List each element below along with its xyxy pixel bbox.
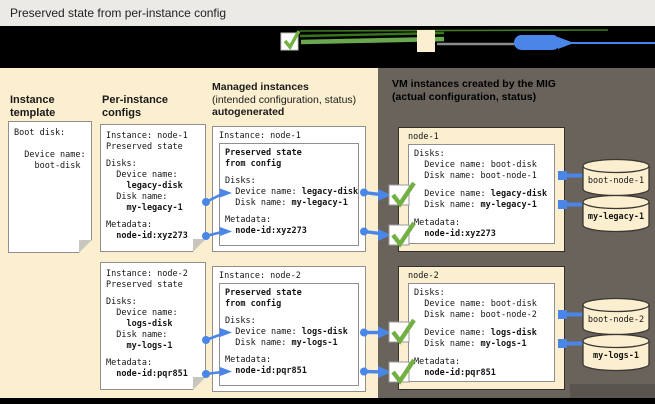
mi-title: Instance: node-2: [219, 271, 301, 281]
mi-disks-label: Disks:: [225, 316, 256, 326]
mi-preserved-state-box: Preserved state from config Disks: Devic…: [219, 283, 359, 386]
vm-stateful-disk-label: Disk name:: [414, 200, 481, 210]
pic-metadata-label: Metadata:: [106, 220, 153, 230]
pic-metadata-value: node-id:pqr851: [106, 369, 188, 379]
pic-metadata-value: node-id:xyz273: [106, 231, 188, 241]
mi-device-value: logs-disk: [301, 327, 348, 337]
vm-metadata-label: Metadata:: [414, 218, 461, 228]
legend-green-arrow-upper: [299, 31, 445, 38]
mi-metadata-label: Metadata:: [225, 215, 272, 225]
legend-blue-arrowhead: [558, 37, 574, 49]
mi-disk-value: my-logs-1: [291, 338, 338, 348]
vm-instance-box-node-2: node-2 Disks: Device name: boot-disk Dis…: [398, 266, 565, 390]
pic-disks-label: Disks:: [106, 159, 137, 169]
vm-boot-device-value: boot-disk: [490, 160, 537, 170]
legend-green-arrow: [300, 36, 445, 45]
pic-preserved-line: Preserved state: [106, 280, 183, 290]
instance-template-box: Boot disk: Device name: boot-disk: [8, 121, 92, 253]
vm-boot-device-label: Device name:: [414, 299, 491, 309]
mi-preserved-line2: from config: [225, 299, 282, 309]
vm-stateful-device-value: logs-disk: [490, 328, 537, 338]
vm-boot-disk-label: Disk name:: [414, 310, 481, 320]
pic-disk-value: my-logs-1: [106, 341, 173, 351]
column-header-instance-template: Instance template: [10, 94, 56, 119]
vm-name: node-1: [408, 132, 439, 142]
legend-blue-pill: [514, 35, 560, 50]
pic-disk-label: Disk name:: [106, 330, 168, 340]
pic-device-value: logs-disk: [106, 319, 173, 329]
page-title: Preserved state from per-instance config: [10, 6, 227, 20]
mi-device-value: legacy-disk: [301, 187, 359, 197]
per-instance-config-box-node-1: Instance: node-1 Preserved state Disks: …: [100, 124, 206, 252]
vm-stateful-disk-label: Disk name:: [414, 339, 481, 349]
legend-check-icon: [283, 30, 301, 50]
title-bar: Preserved state from per-instance config: [0, 0, 655, 26]
template-box-content: Boot disk: Device name: boot-disk: [14, 128, 86, 171]
mi-device-label: Device name:: [225, 187, 302, 197]
vm-disks-label: Disks:: [414, 288, 445, 298]
pic-preserved-line: Preserved state: [106, 142, 183, 152]
mi-preserved-state-box: Preserved state from config Disks: Devic…: [219, 143, 359, 246]
mi-disk-value: my-legacy-1: [291, 198, 348, 208]
vm-stateful-device-label: Device name:: [414, 189, 491, 199]
pic-disk-label: Disk name:: [106, 192, 168, 202]
mi-device-label: Device name:: [225, 327, 302, 337]
pic-disks-label: Disks:: [106, 297, 137, 307]
column-header-managed-instances: Managed instances (intended configuratio…: [212, 81, 387, 119]
vm-panel-title: VM instances created by the MIG (actual …: [392, 78, 592, 104]
column-header-per-instance-configs: Per-instance configs: [102, 94, 169, 119]
mi-metadata-label: Metadata:: [225, 355, 272, 365]
mi-metadata-value: node-id:pqr851: [225, 366, 307, 376]
pic-disk-value: my-legacy-1: [106, 203, 183, 213]
managed-instance-box-node-1: Instance: node-1 Preserved state from co…: [212, 126, 366, 252]
vm-metadata-value: node-id:xyz273: [414, 229, 496, 239]
mi-preserved-line2: from config: [225, 159, 282, 169]
pic-device-label: Device name:: [106, 170, 178, 180]
vm-name: node-2: [408, 271, 439, 281]
mi-preserved-line1: Preserved state: [225, 288, 302, 298]
legend-green-line: [299, 29, 609, 32]
vm-stateful-device-label: Device name:: [414, 328, 491, 338]
vm-panel-title-line2: (actual configuration, status): [392, 91, 537, 103]
vm-detail-box: Disks: Device name: boot-disk Disk name:…: [408, 283, 555, 382]
mi-disks-label: Disks:: [225, 176, 256, 186]
vm-metadata-value: node-id:pqr851: [414, 368, 496, 378]
vm-stateful-disk-value: my-legacy-1: [480, 200, 537, 210]
managed-header-line3: autogenerated: [212, 106, 285, 118]
vm-panel-title-line1: VM instances created by the MIG: [392, 78, 556, 90]
managed-header-line1: Managed instances: [212, 81, 309, 93]
pic-instance-line: Instance: node-1: [106, 131, 188, 141]
mi-metadata-value: node-id:xyz273: [225, 226, 307, 236]
vm-stateful-device-value: legacy-disk: [490, 189, 548, 199]
mi-disk-label: Disk name:: [225, 198, 292, 208]
pic-device-value: legacy-disk: [106, 181, 183, 191]
vm-boot-disk-label: Disk name:: [414, 171, 481, 181]
vm-metadata-label: Metadata:: [414, 357, 461, 367]
vm-boot-device-label: Device name:: [414, 160, 491, 170]
legend: [280, 29, 655, 52]
vm-detail-box: Disks: Device name: boot-disk Disk name:…: [408, 144, 555, 244]
vm-stateful-disk-value: my-logs-1: [480, 339, 527, 349]
pic-instance-line: Instance: node-2: [106, 269, 188, 279]
vm-boot-device-value: boot-disk: [490, 299, 537, 309]
managed-instance-box-node-2: Instance: node-2 Preserved state from co…: [212, 266, 366, 392]
managed-header-line2: (intended configuration, status): [212, 93, 357, 106]
legend-config-swatch: [417, 30, 435, 52]
mi-preserved-line1: Preserved state: [225, 148, 302, 158]
vm-disks-label: Disks:: [414, 149, 445, 159]
per-instance-config-box-node-2: Instance: node-2 Preserved state Disks: …: [100, 262, 206, 390]
vm-panel-corner-shade: [570, 384, 655, 398]
vm-boot-disk-value: boot-node-2: [480, 310, 537, 320]
mi-disk-label: Disk name:: [225, 338, 292, 348]
pic-metadata-label: Metadata:: [106, 358, 153, 368]
vm-instance-box-node-1: node-1 Disks: Device name: boot-disk Dis…: [398, 127, 565, 252]
vm-boot-disk-value: boot-node-1: [480, 171, 537, 181]
legend-check-box: [280, 32, 299, 51]
mi-title: Instance: node-1: [219, 131, 301, 141]
pic-device-label: Device name:: [106, 308, 178, 318]
